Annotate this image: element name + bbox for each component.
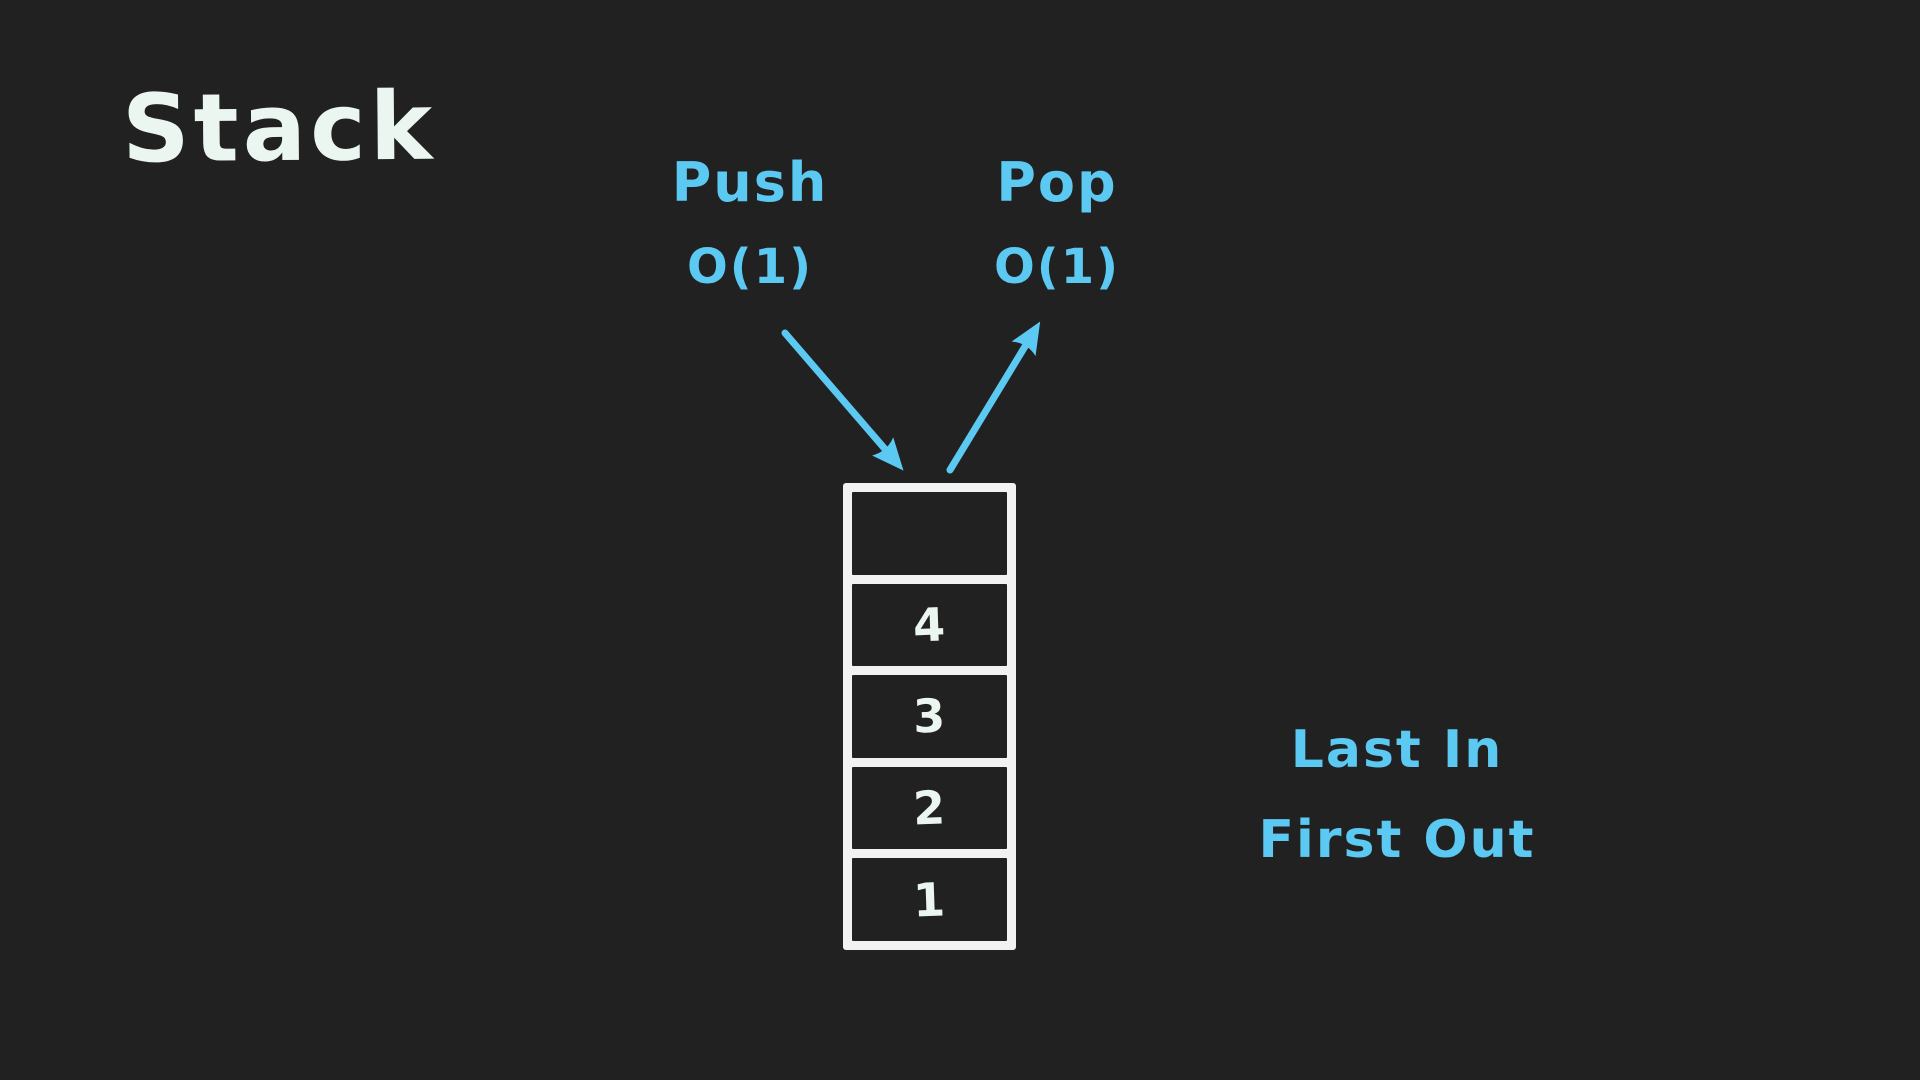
- stack-cell-1: 1: [852, 858, 1007, 941]
- lifo-line-last-in: Last In: [1290, 720, 1504, 780]
- stack-diagram: 4 3 2 1: [843, 483, 1016, 950]
- stack-cell-value: 2: [912, 780, 947, 836]
- push-arrow-icon: [781, 329, 904, 471]
- diagram-title: Stack: [121, 72, 437, 185]
- stack-cell-4: 4: [852, 583, 1007, 667]
- stack-cell-value: 4: [912, 597, 947, 653]
- pop-complexity-label: O(1): [993, 239, 1121, 295]
- push-complexity-label: O(1): [686, 239, 814, 295]
- stack-cell-2: 2: [852, 766, 1007, 850]
- push-label-group: Push O(1): [640, 150, 860, 297]
- stack-cell-top-empty: [852, 492, 1007, 575]
- stack-cell-value: 1: [912, 872, 947, 928]
- pop-label-group: Pop O(1): [947, 150, 1167, 297]
- stack-cell-3: 3: [852, 675, 1007, 758]
- pop-arrow-icon: [946, 321, 1041, 474]
- pop-label: Pop: [996, 151, 1118, 214]
- push-label: Push: [671, 151, 829, 214]
- lifo-line-first-out: First Out: [1258, 810, 1536, 870]
- stack-cell-value: 3: [912, 688, 947, 745]
- lifo-principle-label: Last In First Out: [1207, 718, 1587, 872]
